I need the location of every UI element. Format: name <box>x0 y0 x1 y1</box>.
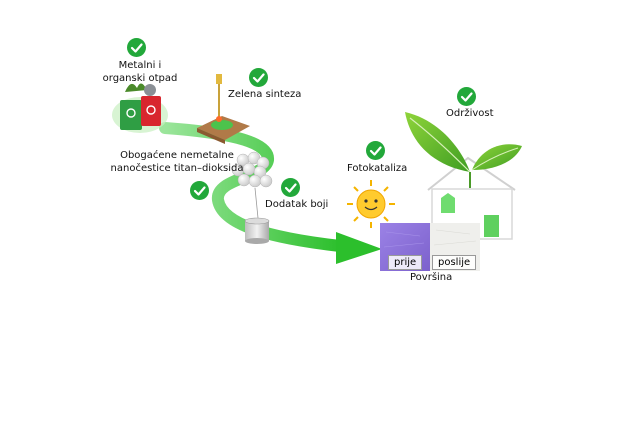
nanoparticles-label: Obogaćene nemetalne nanočestice titan–di… <box>102 150 252 175</box>
waste-label-line1: Metalni i <box>118 60 162 71</box>
sun-icon <box>347 180 395 228</box>
check-icon-dye <box>281 178 300 197</box>
after-label: poslije <box>432 255 477 270</box>
recycle-bin-icon <box>112 83 168 133</box>
before-label: prije <box>388 255 423 270</box>
synthesis-apparatus-icon <box>197 74 250 144</box>
synthesis-label: Zelena sinteza <box>228 89 302 100</box>
check-icon-sustainability <box>457 87 476 106</box>
photocatalysis-label: Fotokataliza <box>347 163 408 174</box>
dye-label: Dodatak boji <box>265 199 329 210</box>
check-icon-nanoparticles <box>190 181 209 200</box>
check-icon-synthesis <box>249 68 268 87</box>
leaves-icon <box>405 112 522 188</box>
waste-label: Metalni i organski otpad <box>100 60 180 85</box>
check-icon-waste <box>127 38 146 57</box>
nanoparticles-label-line1: Obogaćene nemetalne <box>120 150 234 161</box>
waste-label-line2: organski otpad <box>102 72 178 84</box>
connector-line <box>254 187 259 219</box>
paint-can-icon <box>244 217 270 244</box>
nanoparticle-cluster-icon <box>231 151 273 188</box>
nanoparticles-label-line2: nanočestice titan–dioksida <box>110 162 244 174</box>
surface-label: Površina <box>410 272 453 283</box>
check-icon-photocatalysis <box>366 141 385 160</box>
sustainability-label: Održivost <box>446 108 494 119</box>
